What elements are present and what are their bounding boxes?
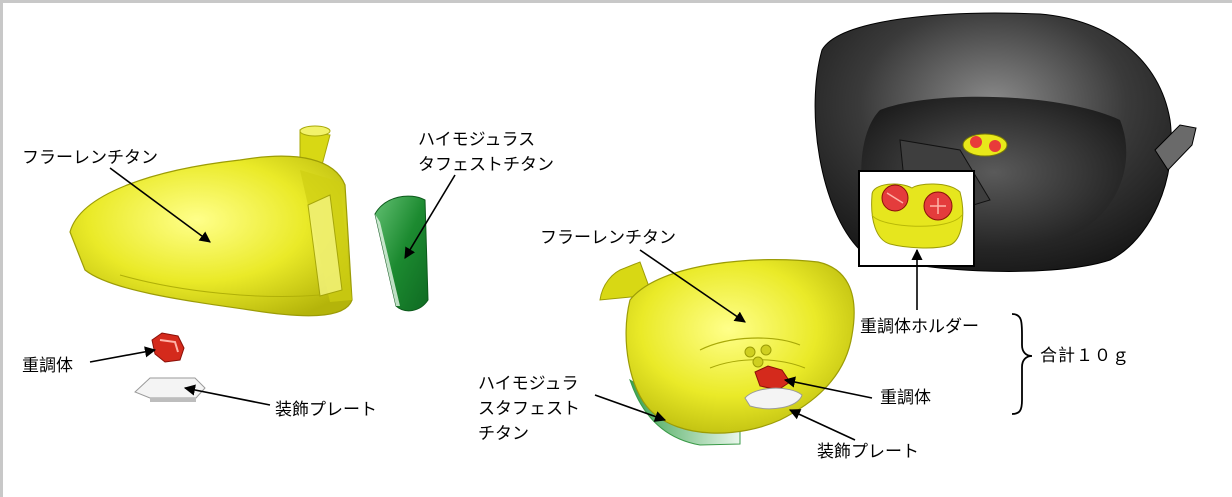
label-total: 合計１０ｇ <box>1040 346 1130 366</box>
label-holder: 重調体ホルダー <box>860 317 979 337</box>
right-club-body <box>599 259 855 434</box>
label-right-body: フラーレンチタン <box>540 228 676 248</box>
label-left-weight: 重調体 <box>22 356 73 376</box>
label-right-face-line1: ハイモジュラ <box>478 374 579 394</box>
label-right-face-line2: スタフェスト <box>478 399 580 419</box>
label-left-body: フラーレンチタン <box>22 148 158 168</box>
leader-lines <box>89 167 923 441</box>
left-crown-body <box>69 125 353 317</box>
left-weight <box>151 332 185 363</box>
label-left-plate: 装飾プレート <box>275 400 377 420</box>
label-left-face-line1: ハイモジュラス <box>418 130 536 150</box>
label-right-weight: 重調体 <box>880 388 931 408</box>
right-plate <box>744 387 803 410</box>
left-face-insert <box>374 195 429 312</box>
total-brace <box>1011 313 1033 415</box>
label-right-plate: 装飾プレート <box>817 442 919 462</box>
label-left-face-line2: タフェストチタン <box>418 155 554 175</box>
label-right-face-line3: チタン <box>478 424 529 444</box>
